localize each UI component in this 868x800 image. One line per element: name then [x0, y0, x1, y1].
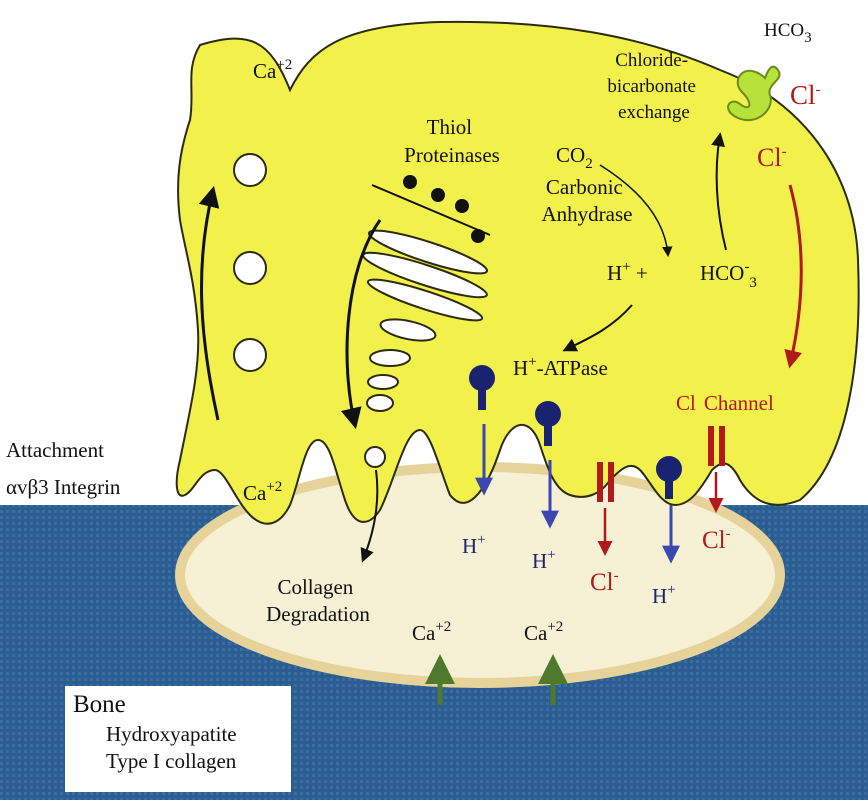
atpase-label: H+-ATPase [513, 354, 608, 380]
exchange-label: Chloride- bicarbonate exchange [607, 50, 700, 123]
vesicle [234, 154, 266, 186]
bone-title: Bone [73, 691, 126, 718]
fusing-vesicle [365, 447, 385, 467]
attachment-label: Attachment αvβ3 Integrin [6, 438, 121, 499]
cl-label-exchanger: Cl- [790, 80, 821, 110]
vesicle [234, 339, 266, 371]
hco3-label-top: HCO3 [764, 20, 812, 46]
vesicle [234, 252, 266, 284]
bone-line-1: Hydroxyapatite [106, 722, 237, 746]
bone-line-2: Type I collagen [106, 749, 237, 773]
